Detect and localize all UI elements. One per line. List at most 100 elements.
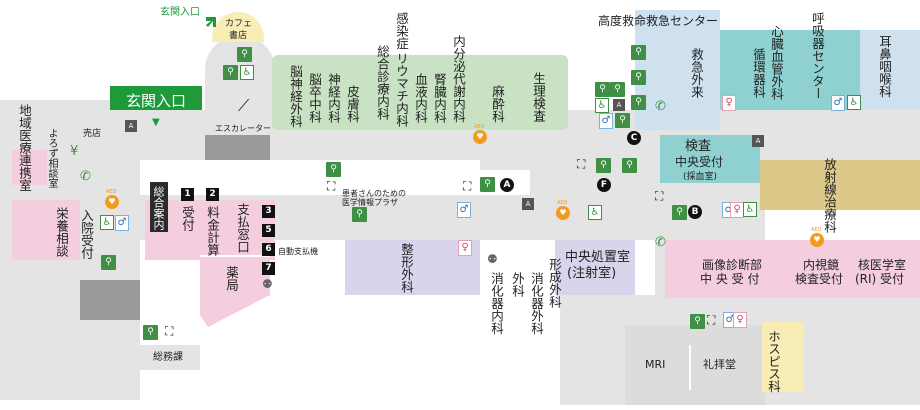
mri-divider xyxy=(689,345,691,390)
dept-seikei: 整形外科 xyxy=(399,243,414,293)
stairs-icon: ⛶ xyxy=(577,157,586,171)
aed-icon: ♥ xyxy=(556,206,570,220)
counter-1-marker: 1 xyxy=(181,188,194,201)
dept-riumachi: リウマチ内科 xyxy=(394,52,409,127)
dept-jinzou: 腎臓内科 xyxy=(432,73,447,123)
elevator-C-marker: C xyxy=(627,131,641,145)
counter-shiharai-label: 支払窓口 xyxy=(235,203,250,253)
dept-nou-sotchu: 脳卒中科 xyxy=(307,73,322,123)
somuka-label: 総務課 xyxy=(153,352,183,363)
dept-houshasen: 放射線治療科 xyxy=(822,158,837,233)
entrance-top-label[interactable]: 玄関入口 xyxy=(160,7,200,18)
saiketsu-label: (採血室) xyxy=(683,172,718,182)
chuo-shochi-label: 中央処置室 xyxy=(565,250,631,265)
yen-icon: ¥ xyxy=(70,144,79,159)
eiyo-label: 栄養相談 xyxy=(54,207,69,257)
dept-masui: 麻酔科 xyxy=(490,85,505,123)
lab-zone xyxy=(660,135,760,183)
nyuin-label: 入院受付 xyxy=(79,209,94,259)
male-restroom-icon: ♂ xyxy=(831,95,845,111)
counter-5-marker: 5 xyxy=(262,224,275,237)
stairs-icon: ⛶ xyxy=(707,313,716,327)
left-pink-zone xyxy=(12,200,80,260)
restroom-icon: ⚲ xyxy=(631,70,646,85)
kaku-label-2: (RI) 受付 xyxy=(855,272,905,286)
dark-block-2 xyxy=(80,280,140,320)
restroom-icon: ⚲ xyxy=(631,95,646,110)
counter-2-marker: 2 xyxy=(206,188,219,201)
sogo-annai-box[interactable] xyxy=(150,182,168,232)
atm-icon: A xyxy=(125,120,137,132)
info-person-icon: ⚉ xyxy=(262,277,273,291)
restroom-icon: ⚲ xyxy=(326,162,341,177)
restroom-icon: ⚲ xyxy=(143,325,158,340)
plaza-label-1: 患者さんのための xyxy=(342,189,406,198)
dept-shoukaki-geka: 消化器外科 xyxy=(529,272,544,335)
dept-hifu: 皮膚科 xyxy=(345,85,360,123)
phone-icon: ✆ xyxy=(655,235,666,250)
dark-block-1 xyxy=(205,135,270,160)
stairs-icon: ⛶ xyxy=(165,324,174,338)
dept-keisei-geka: 形成外科 xyxy=(547,258,562,308)
stairs-icon: ⛶ xyxy=(463,179,472,193)
restroom-icon: ⚲ xyxy=(595,82,610,97)
dept-shinkei-naika: 神経内科 xyxy=(326,73,341,123)
aed-label: AED xyxy=(106,189,117,195)
stairs-icon: ⛶ xyxy=(655,189,664,203)
dept-junkanki: 循環器科 xyxy=(751,48,766,98)
ent-zone xyxy=(860,30,920,110)
male-restroom-icon: ♂ xyxy=(457,202,471,218)
aed-label: AED xyxy=(474,124,485,130)
restroom-icon: ⚲ xyxy=(615,113,630,128)
dept-shoukaki-naika: 消化器内科 xyxy=(489,272,504,335)
phone-icon: ✆ xyxy=(655,99,666,114)
elevator-B-marker: B xyxy=(688,205,702,219)
pharmacy-zone xyxy=(200,255,270,327)
restroom-icon: ⚲ xyxy=(223,65,238,80)
phone-icon: ✆ xyxy=(80,169,91,184)
wheelchair-icon: ♿ xyxy=(847,95,861,110)
chuo-uketsuke-label: 中央受付 xyxy=(675,155,724,169)
dept-seiri: 生理検査 xyxy=(531,72,546,122)
aed-icon: ♥ xyxy=(473,130,487,144)
counter-2-label: 料金計算 xyxy=(205,206,220,256)
restroom-icon: ⚲ xyxy=(101,255,116,270)
hospice-zone xyxy=(762,322,804,392)
imaging-zone xyxy=(665,240,920,298)
jidou-label: 自動支払機 xyxy=(278,247,318,256)
dept-kokyuki: 呼吸器センター xyxy=(810,12,825,100)
female-restroom-icon: ♀ xyxy=(458,240,472,256)
main-entrance-button[interactable]: 玄関入口 xyxy=(110,86,202,110)
aed-label: AED xyxy=(811,227,822,233)
dept-ketsueki: 血液内科 xyxy=(413,73,428,123)
outpatient-green-zone xyxy=(272,55,568,130)
radiation-zone xyxy=(760,160,920,210)
naishikyo-label-1: 内視鏡 xyxy=(803,258,840,272)
restroom-icon: ⚲ xyxy=(352,207,367,222)
plaza-label-2: 医学情報プラザ xyxy=(342,198,398,207)
chiiki-label: 地域医療連携室 xyxy=(17,104,32,192)
dept-jibi: 耳鼻咽喉科 xyxy=(877,35,892,98)
restroom-icon: ⚲ xyxy=(622,158,637,173)
counter-3-marker: 3 xyxy=(262,205,275,218)
restroom-icon: ⚲ xyxy=(672,205,687,220)
stairs-icon: ⛶ xyxy=(327,179,336,193)
gazou-label-2: 中 央 受 付 xyxy=(700,272,760,286)
restroom-icon: ⚲ xyxy=(690,314,705,329)
restroom-icon: ⚲ xyxy=(237,47,252,62)
somuka-zone xyxy=(140,345,200,370)
aed-icon: ♥ xyxy=(810,233,824,247)
kensa-label: 検査 xyxy=(685,139,712,154)
main-entrance-label: 玄関入口 xyxy=(125,92,186,110)
female-restroom-icon: ♀ xyxy=(730,202,744,218)
dept-kansen: 感染症 xyxy=(394,12,409,50)
wheelchair-icon: ♿ xyxy=(240,65,254,80)
restroom-icon: ⚲ xyxy=(480,177,495,192)
dept-kyukyu: 救急外来 xyxy=(689,48,704,98)
counter-6-marker: 6 xyxy=(262,243,275,256)
aed-label: AED xyxy=(557,200,568,206)
elevator-F-marker: F xyxy=(597,178,611,192)
aed-icon: ♥ xyxy=(105,195,119,209)
counter-7-marker: 7 xyxy=(262,262,275,275)
atm-icon: A xyxy=(613,99,625,111)
